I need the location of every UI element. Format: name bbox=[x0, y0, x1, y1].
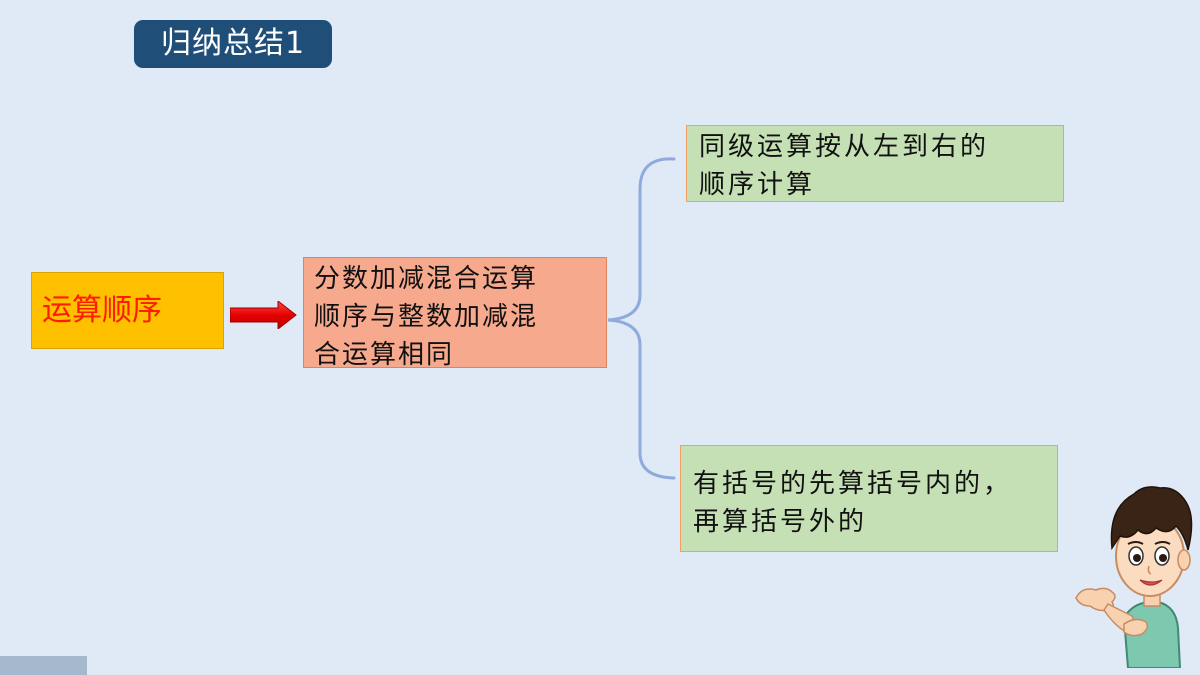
root-node: 运算顺序 bbox=[31, 272, 224, 349]
root-node-label: 运算顺序 bbox=[42, 293, 162, 328]
branch-node-top: 同级运算按从左到右的 顺序计算 bbox=[686, 125, 1064, 202]
branch-bottom-line-1: 有括号的先算括号内的， bbox=[693, 469, 1013, 499]
footer-bar bbox=[0, 656, 87, 675]
branch-top-line-1: 同级运算按从左到右的 bbox=[699, 132, 990, 162]
middle-node-line-2: 顺序与整数加减混 bbox=[314, 302, 539, 332]
branch-node-bottom: 有括号的先算括号内的， 再算括号外的 bbox=[680, 445, 1058, 552]
branch-bottom-line-2: 再算括号外的 bbox=[693, 507, 868, 537]
middle-node-line-1: 分数加减混合运算 bbox=[314, 264, 539, 294]
right-arrow-icon bbox=[230, 301, 297, 329]
branch-connector bbox=[607, 157, 676, 480]
branch-top-line-2: 顺序计算 bbox=[699, 170, 816, 200]
middle-node-line-3: 合运算相同 bbox=[314, 340, 455, 370]
middle-node: 分数加减混合运算 顺序与整数加减混 合运算相同 bbox=[303, 257, 607, 370]
page-title: 归纳总结1 bbox=[134, 20, 332, 68]
boy-illustration bbox=[1075, 486, 1193, 668]
